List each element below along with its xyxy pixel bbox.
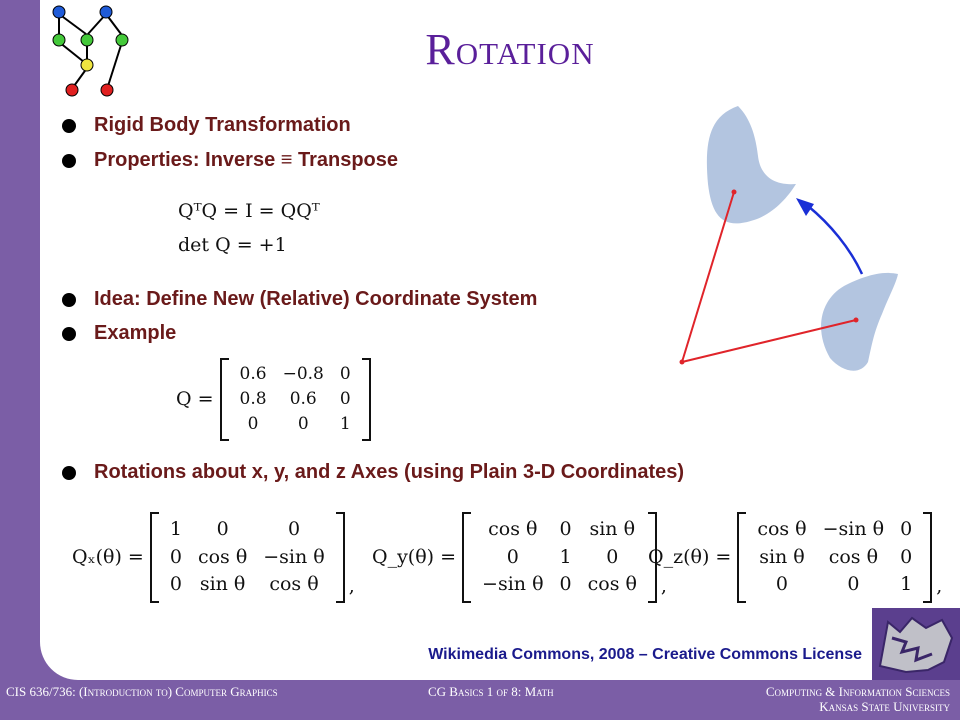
matrix-label: Q =	[176, 388, 214, 411]
matrix-label: Q_z(θ) =	[648, 546, 732, 569]
matrix-cell: 0	[216, 518, 229, 540]
matrix-cell: 0	[287, 518, 301, 540]
slide-canvas	[40, 0, 960, 680]
matrix-cell: sin θ	[589, 518, 636, 540]
rotation-illustration	[679, 106, 898, 371]
matrix-cell: 0	[900, 545, 913, 568]
matrix-cell: 0.8	[239, 388, 267, 409]
matrix-cell: 0	[169, 545, 182, 568]
bullet-text: Rigid Body Transformation	[94, 114, 351, 136]
bullet-text: Idea: Define New (Relative) Coordinate S…	[94, 288, 538, 310]
matrix-comma: ,	[936, 574, 943, 597]
qx-matrix-equation: Qₓ(θ) = 1 0 0 0 cos θ −sin θ 0 sin θ cos…	[72, 512, 355, 603]
bullet-dot-icon	[62, 292, 76, 307]
matrix-cell: cos θ	[587, 573, 637, 596]
matrix-cell: 1	[559, 545, 572, 568]
original-shape	[821, 272, 898, 371]
bullet-properties: Properties: Inverse ≡ Transpose	[62, 149, 398, 172]
matrix-cell: 0.6	[289, 388, 317, 409]
bullet-rigid-body: Rigid Body Transformation	[62, 114, 351, 137]
matrix-comma: ,	[660, 574, 667, 597]
matrix-cell: −sin θ	[822, 518, 885, 540]
matrix-cell: cos θ	[488, 518, 538, 540]
bullet-dot-icon	[62, 118, 76, 133]
bullet-text: Rotations about x, y, and z Axes (using …	[94, 461, 685, 483]
bullet-example: Example	[62, 322, 176, 345]
matrix-cell: −sin θ	[263, 545, 325, 568]
bullet-idea: Idea: Define New (Relative) Coordinate S…	[62, 288, 537, 311]
footer-lecture: CG Basics 1 of 8: Math	[428, 684, 554, 699]
image-credit: Wikimedia Commons, 2008 – Creative Commo…	[428, 646, 862, 663]
matrix-cell: 0	[559, 573, 572, 596]
slide-title: Rotation	[425, 25, 595, 74]
determinant-equation: det Q = +1	[178, 234, 287, 256]
footer-university-line: Kansas State University	[819, 699, 950, 714]
matrix-cell: 1	[900, 573, 913, 596]
rotation-arrowhead-icon	[796, 198, 814, 216]
qy-matrix-equation: Q_y(θ) = cos θ 0 sin θ 0 1 0 −sin θ 0 co…	[372, 512, 667, 603]
matrix-cell: 0	[297, 413, 309, 434]
footer-course: CIS 636/736: (Introduction to) Computer …	[6, 684, 278, 699]
qx-matrix: 1 0 0 0 cos θ −sin θ 0 sin θ cos θ	[149, 512, 345, 603]
matrix-cell: 0	[339, 388, 351, 409]
matrix-cell: 0	[169, 573, 182, 596]
matrix-cell: cos θ	[757, 518, 807, 540]
bullet-text: Properties: Inverse ≡ Transpose	[94, 149, 399, 171]
matrix-label: Q_y(θ) =	[372, 546, 457, 569]
bayes-network-icon	[52, 5, 129, 97]
matrix-cell: 0	[606, 545, 619, 568]
orthogonality-equation: QᵀQ = I = QQᵀ	[178, 200, 320, 222]
rotation-arrow	[807, 205, 864, 275]
bullet-dot-icon	[62, 326, 76, 341]
rotated-vector	[681, 191, 735, 363]
matrix-cell: 0	[847, 573, 860, 596]
matrix-label: Qₓ(θ) =	[72, 546, 144, 569]
matrix-cell: 0	[559, 518, 572, 540]
matrix-cell: 0	[247, 413, 259, 434]
matrix-cell: 0	[775, 573, 789, 596]
example-matrix-equation: Q = 0.6 −0.8 0 0.8 0.6 0 0 0 1	[176, 358, 371, 441]
matrix-cell: 0	[506, 545, 519, 568]
bullet-rotations: Rotations about x, y, and z Axes (using …	[62, 461, 684, 484]
wildcat-logo-icon	[872, 608, 960, 680]
matrix-cell: cos θ	[197, 545, 248, 568]
matrix-cell: cos θ	[828, 545, 879, 568]
matrix-cell: 1	[169, 518, 182, 540]
matrix-cell: −0.8	[282, 364, 324, 384]
matrix-cell: cos θ	[269, 573, 319, 596]
origin-point	[679, 359, 685, 365]
matrix-cell: 0	[900, 518, 913, 540]
bullet-dot-icon	[62, 153, 76, 168]
footer-department-line: Computing & Information Sciences	[765, 684, 950, 699]
matrix-cell: sin θ	[199, 573, 246, 596]
bullet-dot-icon	[62, 465, 76, 480]
matrix-comma: ,	[348, 574, 355, 597]
rotated-shape	[706, 106, 796, 224]
rotated-point	[731, 189, 737, 195]
bullet-text: Example	[94, 322, 177, 344]
original-vector	[681, 319, 857, 363]
matrix-cell: 0.6	[239, 364, 267, 384]
qz-matrix: cos θ −sin θ 0 sin θ cos θ 0 0 0 1	[737, 512, 933, 603]
matrix-cell: sin θ	[759, 545, 805, 568]
qy-matrix: cos θ 0 sin θ 0 1 0 −sin θ 0 cos θ	[462, 512, 657, 603]
matrix-cell: 0	[339, 364, 351, 384]
original-point	[853, 317, 859, 323]
qz-matrix-equation: Q_z(θ) = cos θ −sin θ 0 sin θ cos θ 0 0 …	[648, 512, 942, 603]
footer-department: Computing & Information Sciences Kansas …	[766, 684, 950, 714]
matrix-cell: 1	[339, 413, 351, 434]
example-matrix: 0.6 −0.8 0 0.8 0.6 0 0 0 1	[219, 358, 371, 441]
matrix-cell: −sin θ	[482, 573, 544, 596]
